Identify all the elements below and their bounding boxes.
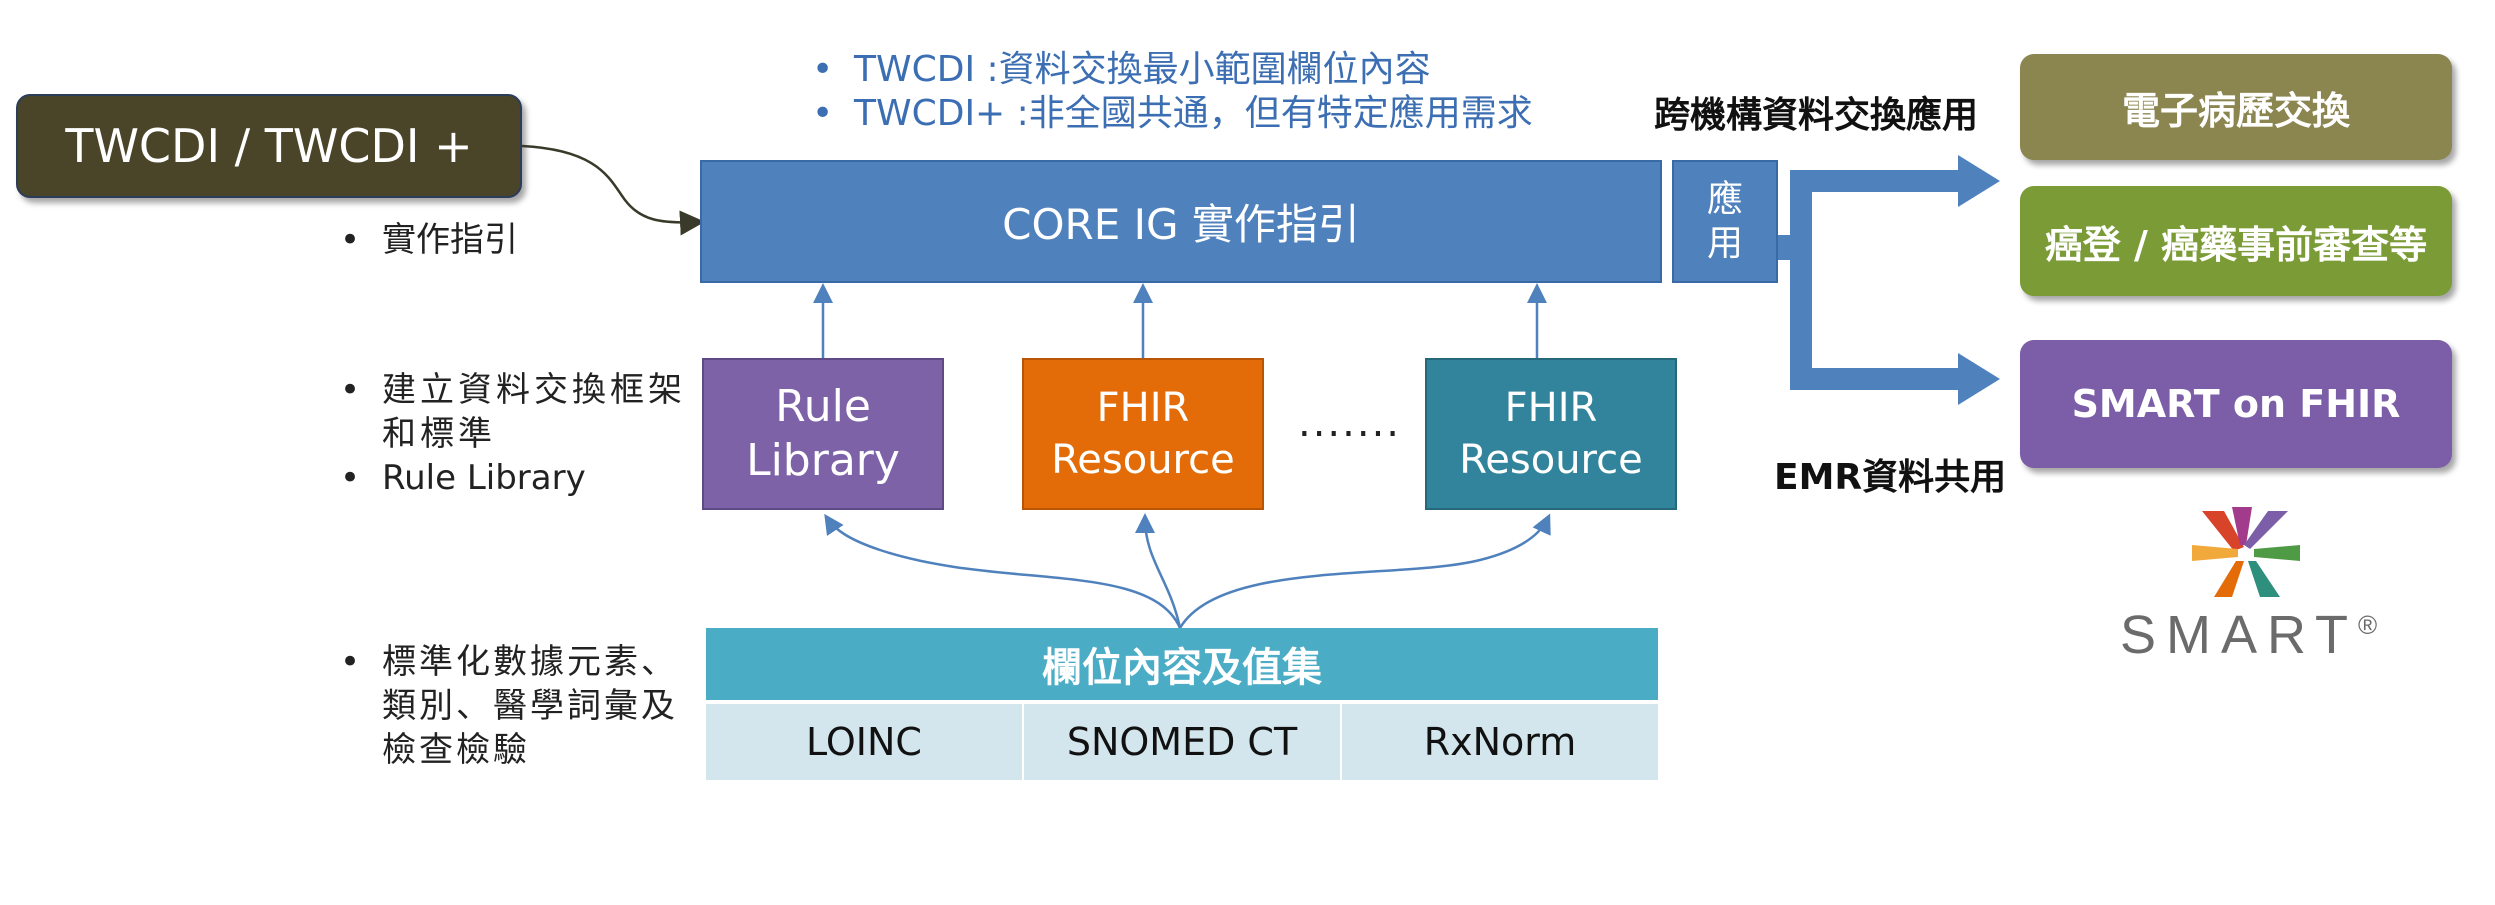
application-label: 應用 xyxy=(1706,178,1743,264)
use-case-ehr-exchange-label: 電子病歷交換 xyxy=(2121,88,2350,133)
application-branch-arrows xyxy=(1778,155,2000,405)
loinc-label: LOINC xyxy=(806,720,922,764)
valueset-to-rule-arrow xyxy=(824,513,1182,629)
standard-elements-note-text: 標準化數據元素、類別、醫學詞彙及檢查檢驗 xyxy=(340,640,710,772)
more-modules-ellipsis: ....... xyxy=(1298,400,1402,446)
rule-library-note: Rule Library xyxy=(340,456,700,500)
rule-library-line-1: Rule xyxy=(775,381,871,432)
framework-note: 建立資料交換框架和標準 xyxy=(340,368,700,456)
valueset-to-fhir1-arrow xyxy=(1135,513,1182,629)
use-case-smart-on-fhir-label: SMART on FHIR xyxy=(2071,382,2401,426)
core-ig-box: CORE IG 實作指引 xyxy=(700,160,1662,283)
rxnorm-label: RxNorm xyxy=(1423,720,1577,764)
fhir-resource-box-1: FHIR Resource xyxy=(1022,358,1264,510)
fhir-resource-1-line-1: FHIR xyxy=(1096,385,1190,431)
value-set-header: 欄位內容及值集 xyxy=(706,628,1658,700)
cross-institution-label: 跨機構資料交換應用 xyxy=(1654,95,1979,136)
valueset-to-fhir2-arrow xyxy=(1178,513,1551,629)
fhir-resource-box-2: FHIR Resource xyxy=(1425,358,1677,510)
application-box: 應用 xyxy=(1672,160,1778,283)
smart-logo-icon xyxy=(2192,507,2300,597)
twcdi-plus-definition: TWCDI+ :非全國共通，但有特定應用需求 xyxy=(812,92,1533,136)
rule-library-line-2: Library xyxy=(746,435,900,486)
twcdi-definition: TWCDI :資料交換最小範圍欄位內容 xyxy=(812,48,1533,92)
use-case-ehr-exchange: 電子病歷交換 xyxy=(2020,54,2452,160)
twcdi-definition-list: TWCDI :資料交換最小範圍欄位內容 TWCDI+ :非全國共通，但有特定應用… xyxy=(812,48,1533,136)
value-set-cell-snomed: SNOMED CT xyxy=(1024,704,1340,780)
impl-guide-note: 實作指引 xyxy=(340,218,518,262)
use-case-cancer-review-label: 癌登 / 癌藥事前審查等 xyxy=(2044,222,2428,267)
twcdi-to-core-arrow xyxy=(521,144,705,236)
use-case-smart-on-fhir: SMART on FHIR xyxy=(2020,340,2452,468)
rule-library-box: Rule Library xyxy=(702,358,944,510)
smart-logo-mark: ® xyxy=(2358,610,2378,640)
use-case-cancer-review: 癌登 / 癌藥事前審查等 xyxy=(2020,186,2452,296)
fhir-resource-2-line-2: Resource xyxy=(1459,437,1643,483)
value-set-title: 欄位內容及值集 xyxy=(1042,645,1322,691)
emr-sharing-label: EMR資料共用 xyxy=(1774,457,2007,498)
snomed-label: SNOMED CT xyxy=(1066,720,1298,764)
twcdi-box: TWCDI / TWCDI + xyxy=(16,94,522,198)
smart-logo-text: SMART xyxy=(2120,605,2359,665)
value-set-cell-rxnorm: RxNorm xyxy=(1342,704,1658,780)
fhir-resource-1-line-2: Resource xyxy=(1051,437,1235,483)
core-ig-label: CORE IG 實作指引 xyxy=(1002,200,1360,249)
twcdi-box-label: TWCDI / TWCDI + xyxy=(65,119,473,173)
impl-guide-note-text: 實作指引 xyxy=(340,218,518,262)
value-set-cell-loinc: LOINC xyxy=(706,704,1022,780)
framework-notes: 建立資料交換框架和標準 Rule Library xyxy=(340,368,700,500)
fhir-resource-2-line-1: FHIR xyxy=(1504,385,1598,431)
standard-elements-note: 標準化數據元素、類別、醫學詞彙及檢查檢驗 xyxy=(340,640,710,772)
smart-logo-wordmark: SMART® xyxy=(2120,604,2377,666)
